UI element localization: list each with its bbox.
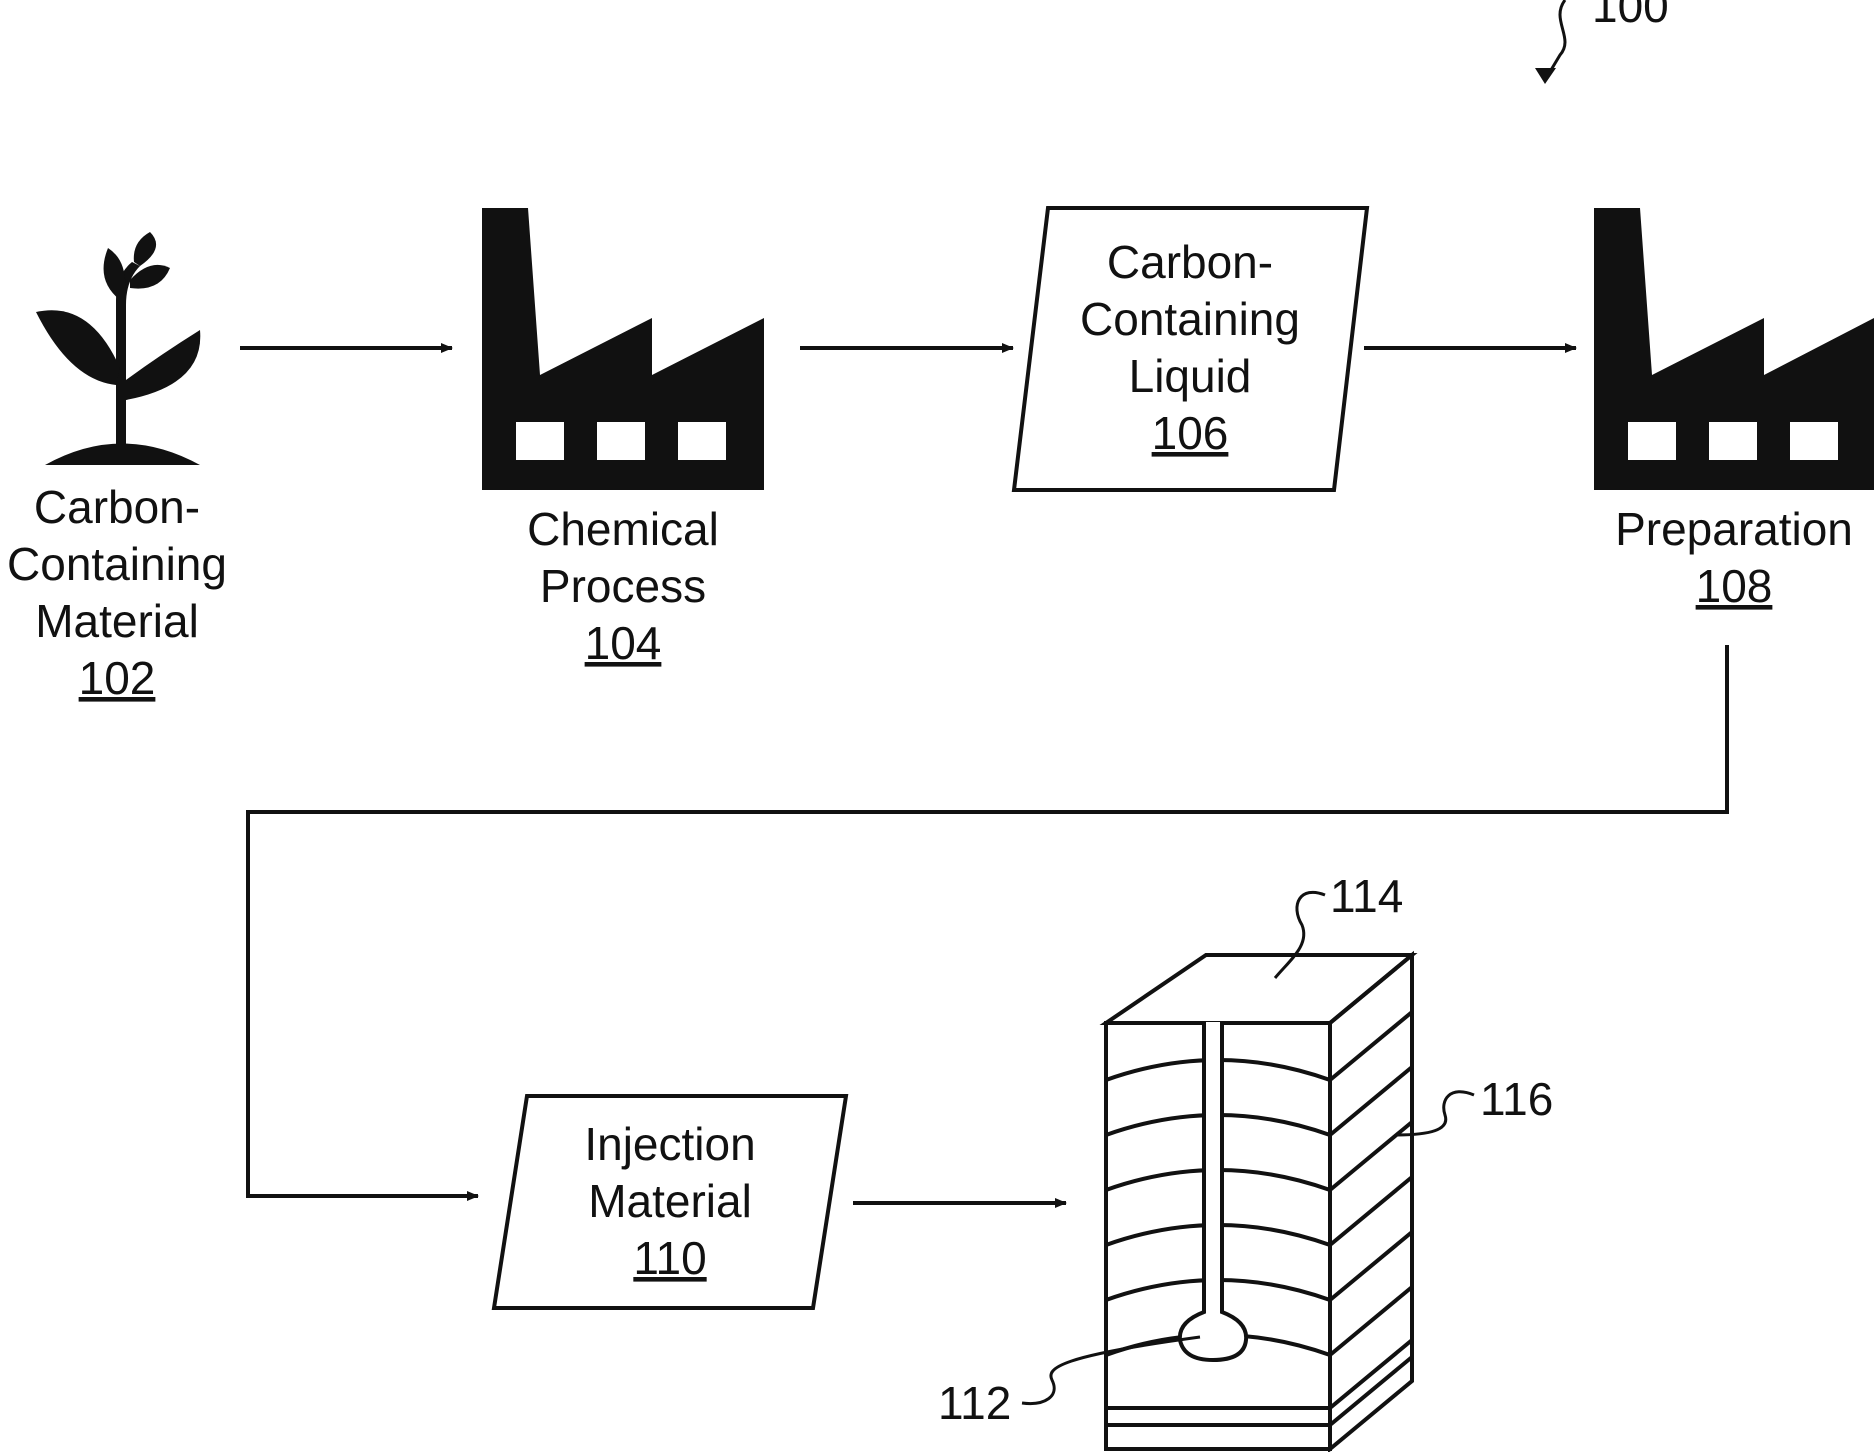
plant-icon <box>36 232 200 465</box>
top-ref-leader <box>1275 892 1325 978</box>
material-ref: 102 <box>79 652 156 704</box>
liquid-ref: 106 <box>1152 407 1229 459</box>
liquid-label-line-1: Carbon- <box>1107 236 1273 288</box>
figure-ref-arrow <box>1535 68 1556 84</box>
figure-reference: 100 <box>1535 0 1669 84</box>
chemical-ref: 104 <box>585 617 662 669</box>
injection-label-line-2: Material <box>588 1175 752 1227</box>
figure-ref-label: 100 <box>1592 0 1669 32</box>
material-label-line-3: Material <box>35 595 199 647</box>
factory-icon <box>482 208 764 490</box>
liquid-label-line-2: Containing <box>1080 293 1300 345</box>
wellbore-and-cavity <box>1180 1022 1246 1360</box>
cavity-ref-leader <box>1022 1337 1200 1404</box>
geologic-formation-block-icon <box>1106 955 1412 1449</box>
injection-ref: 110 <box>633 1232 706 1284</box>
node-preparation: Preparation 108 <box>1594 208 1874 612</box>
formation-top-face <box>1106 955 1412 1023</box>
preparation-label: Preparation <box>1615 503 1853 555</box>
material-label-line-1: Carbon- <box>34 481 200 533</box>
chemical-label-line-1: Chemical <box>527 503 719 555</box>
factory-icon <box>1594 208 1874 490</box>
node-carbon-containing-material: Carbon- Containing Material 102 <box>7 232 227 704</box>
node-carbon-containing-liquid: Carbon- Containing Liquid 106 <box>1014 208 1367 490</box>
chemical-label-line-2: Process <box>540 560 706 612</box>
top-ref-label: 114 <box>1330 870 1403 922</box>
rock-layer-lines <box>1106 1012 1412 1425</box>
node-injection-material: Injection Material 110 <box>494 1096 846 1308</box>
cavity-ref-label: 112 <box>938 1377 1011 1429</box>
injection-label-line-1: Injection <box>584 1118 755 1170</box>
node-chemical-process: Chemical Process 104 <box>482 208 764 669</box>
liquid-label-line-3: Liquid <box>1129 350 1252 402</box>
material-label-line-2: Containing <box>7 538 227 590</box>
layers-ref-label: 116 <box>1480 1073 1553 1125</box>
preparation-ref: 108 <box>1696 560 1773 612</box>
